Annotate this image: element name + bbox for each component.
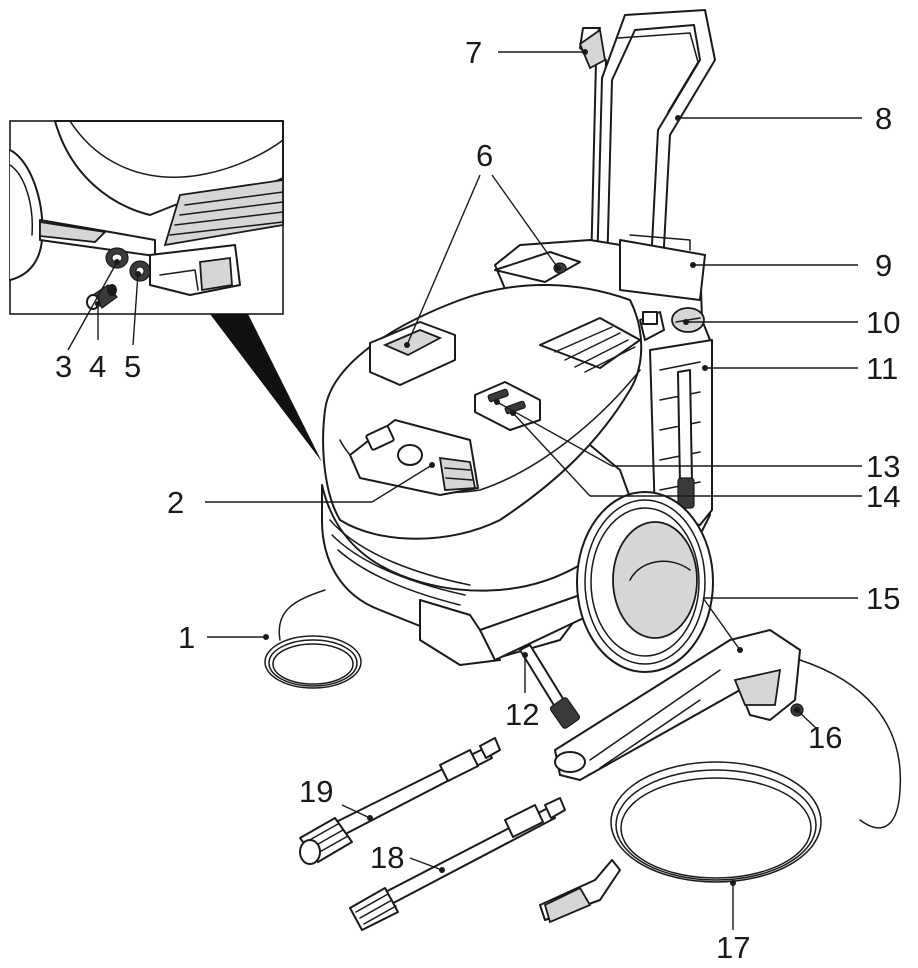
callout-15: 15 (866, 581, 900, 616)
callout-13: 13 (866, 449, 900, 484)
high-pressure-hose (539, 659, 902, 924)
callout-9: 9 (875, 248, 892, 283)
hose-holder-fitting (677, 477, 695, 509)
callout-18: 18 (370, 840, 404, 875)
callout-11: 11 (866, 351, 898, 386)
callout-17: 17 (716, 930, 750, 965)
callout-5: 5 (124, 349, 141, 384)
spray-lance-rotor (349, 797, 566, 931)
machine-body (321, 234, 713, 729)
connection-detail-inset (9, 120, 284, 315)
callout-7: 7 (465, 35, 482, 70)
trigger-gun (554, 629, 804, 781)
callout-16: 16 (808, 720, 842, 755)
callout-8: 8 (875, 101, 892, 136)
callout-14: 14 (866, 479, 900, 514)
callout-12: 12 (505, 697, 539, 732)
callout-4: 4 (89, 349, 106, 384)
callout-19: 19 (299, 774, 333, 809)
callout-leaders (67, 49, 862, 930)
spray-lance-adjustable (299, 737, 501, 865)
wheel (576, 491, 714, 673)
callout-6: 6 (476, 138, 493, 173)
power-cable (264, 589, 362, 689)
callout-2: 2 (167, 485, 184, 520)
callout-3: 3 (55, 349, 72, 384)
inset-pointer (210, 314, 322, 462)
callout-10: 10 (866, 305, 900, 340)
callout-numbers: 1 2 3 4 5 6 7 8 9 10 11 12 13 14 15 16 1… (55, 35, 900, 965)
callout-1: 1 (178, 620, 195, 655)
